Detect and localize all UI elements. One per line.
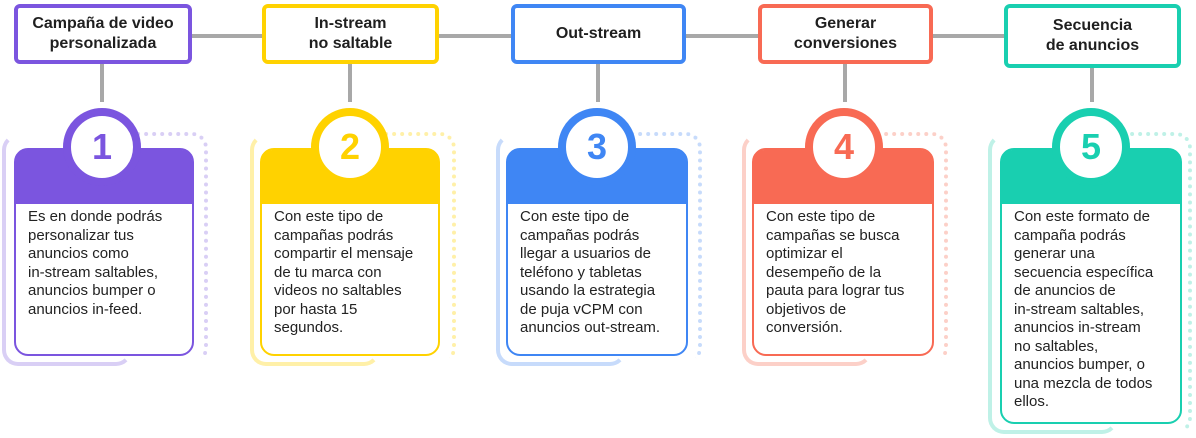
step-1-number: 1 bbox=[91, 126, 113, 167]
step-4-number: 4 bbox=[833, 126, 855, 167]
step-3-stem bbox=[596, 64, 600, 102]
step-3-outline-right bbox=[584, 132, 702, 364]
step-3-outline-left bbox=[496, 134, 626, 366]
connector-4-5 bbox=[932, 34, 1004, 38]
step-5-title-box: Secuencia de anuncios bbox=[1004, 4, 1181, 68]
step-5-outline-left bbox=[988, 134, 1118, 434]
step-1-description: Es en donde podrás personalizar tus anun… bbox=[28, 208, 163, 318]
step-3-title-box: Out-stream bbox=[511, 4, 686, 64]
step-5-stem bbox=[1090, 68, 1094, 102]
step-1-title-box: Campaña de video personalizada bbox=[14, 4, 192, 64]
step-5-description: Con este formato de campaña podrás gener… bbox=[1014, 208, 1154, 410]
step-1-stem bbox=[100, 64, 104, 102]
step-5-number-badge: 5 bbox=[1052, 108, 1130, 186]
step-4-card: Con este tipo de campañas se busca optim… bbox=[752, 148, 934, 356]
step-4-title-box: Generar conversiones bbox=[758, 4, 933, 64]
step-3-card: Con este tipo de campañas podrás llegar … bbox=[506, 148, 688, 356]
step-2-stem bbox=[348, 64, 352, 102]
step-4-stem bbox=[843, 64, 847, 102]
step-4-number-badge: 4 bbox=[805, 108, 883, 186]
connector-1-2 bbox=[192, 34, 262, 38]
step-5-number: 5 bbox=[1080, 126, 1102, 167]
step-2-number: 2 bbox=[339, 126, 361, 167]
step-3-description: Con este tipo de campañas podrás llegar … bbox=[520, 208, 661, 336]
step-2-outline-right bbox=[338, 132, 456, 364]
step-4-outline-left bbox=[742, 134, 872, 366]
step-5-outline-right bbox=[1076, 132, 1192, 434]
step-2-description: Con este tipo de campañas podrás compart… bbox=[274, 208, 414, 336]
step-3-number-badge: 3 bbox=[558, 108, 636, 186]
step-4-outline-right bbox=[830, 132, 948, 364]
connector-2-3 bbox=[439, 34, 511, 38]
step-1-number-badge: 1 bbox=[63, 108, 141, 186]
step-5-card: Con este formato de campaña podrás gener… bbox=[1000, 148, 1182, 424]
step-1-outline-right bbox=[90, 132, 208, 364]
step-1-outline-left bbox=[2, 134, 132, 366]
step-4-description: Con este tipo de campañas se busca optim… bbox=[766, 208, 905, 336]
step-2-number-badge: 2 bbox=[311, 108, 389, 186]
step-2-title-box: In-stream no saltable bbox=[262, 4, 439, 64]
connector-3-4 bbox=[686, 34, 758, 38]
step-2-outline-left bbox=[250, 134, 380, 366]
step-3-number: 3 bbox=[586, 126, 608, 167]
